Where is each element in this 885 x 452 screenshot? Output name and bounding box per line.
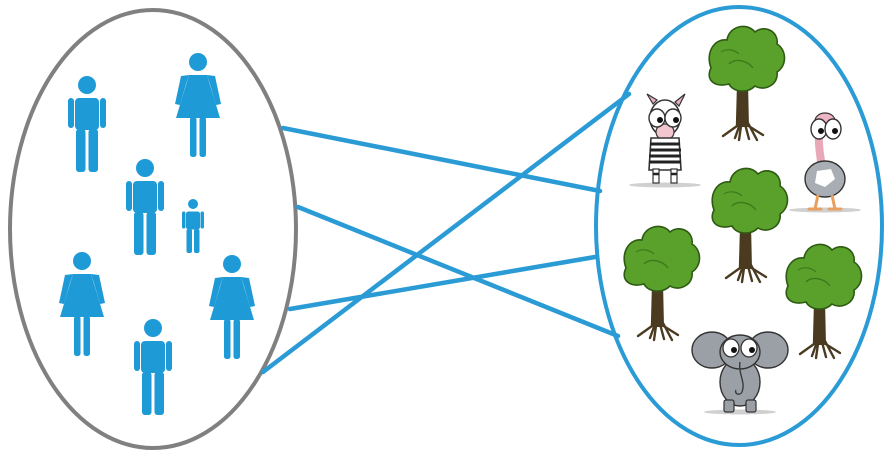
right-set-members <box>623 25 863 415</box>
connector-line <box>260 91 632 375</box>
connector-line <box>280 125 603 194</box>
zebra-icon <box>629 93 701 188</box>
connector-line <box>295 204 621 339</box>
connector-lines <box>260 91 632 375</box>
ostrich-icon <box>789 112 861 213</box>
connector-line <box>287 254 598 312</box>
elephant-icon <box>691 331 789 415</box>
